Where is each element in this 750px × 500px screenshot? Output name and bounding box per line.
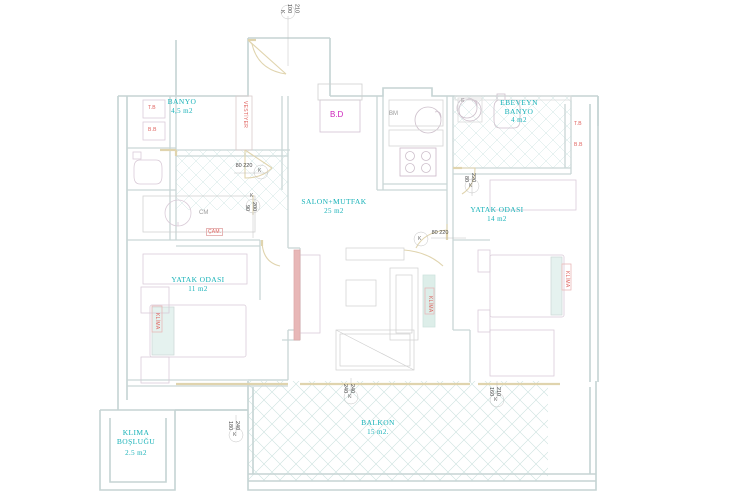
door-width: 80 — [431, 230, 438, 236]
door-mark-yatak2: K — [418, 236, 422, 242]
room-name: BANYO — [167, 97, 197, 106]
door-width: 100 — [286, 4, 293, 14]
fixture-label-klima-2: KLİMA — [427, 296, 433, 313]
room-area: 15 m2. — [367, 427, 389, 436]
door-height: 220 — [243, 163, 253, 169]
door-mark-balkon-left: K — [233, 432, 237, 438]
fixture-label-cam: ÇAM. — [206, 228, 224, 236]
appliance-label-bd: B.D — [330, 110, 344, 119]
room-area: 25 m2 — [324, 206, 344, 215]
door-height: 240 — [234, 421, 241, 431]
door-mark-balkon-mid: K — [348, 394, 352, 400]
door-dimension-balkon-left: 180 240 — [226, 421, 241, 433]
klima-strips — [151, 263, 572, 333]
dimension-leaders — [234, 16, 498, 436]
door-swings — [244, 39, 476, 267]
dimension-circles — [228, 4, 505, 443]
entry-cabinetry — [317, 83, 363, 133]
room-name: BALKON — [361, 418, 395, 427]
room-name-line1: KLIMA — [122, 428, 150, 437]
room-name-line2: BANYO — [504, 106, 534, 116]
tiled-floor-areas — [176, 96, 571, 481]
room-label-klima-boslugu: KLIMA BOŞLUĞU 2.5 m2 — [104, 428, 168, 458]
room-name: SALON+MUTFAK — [301, 197, 367, 206]
room-label-yatak-odasi-2: YATAK ODASI 14 m2 — [462, 205, 532, 223]
appliance-label-e: E — [461, 98, 465, 104]
door-dimension-entry-top: K 100 210 — [278, 4, 300, 16]
door-width: 80 — [235, 163, 242, 169]
door-dimension-ebeveyn: 80 220 — [462, 173, 477, 185]
door-mark-banyo: K — [258, 168, 262, 174]
master-bath-fixtures — [454, 93, 572, 129]
appliance-label-bm: BM — [389, 111, 398, 117]
fixture-label-bb-left: B.B — [148, 127, 157, 133]
door-height: 220 — [470, 173, 477, 183]
door-height: 220 — [439, 230, 449, 236]
room-label-balkon: BALKON 15 m2. — [352, 418, 404, 436]
door-mark-wc: K — [250, 193, 254, 199]
door-dimension-balkon-mid: 240 240 — [341, 384, 356, 396]
interior-walls — [127, 96, 572, 387]
door-width: 80 — [462, 176, 469, 183]
room-area: 4 m2 — [511, 116, 527, 125]
fixture-label-vestiyer: VESTİYER — [242, 101, 248, 129]
door-height: 200 — [251, 202, 258, 212]
door-dimension-yatak2: 80 220 — [428, 230, 452, 237]
door-width: 90 — [243, 205, 250, 212]
fixture-label-tb-right: T.B — [574, 121, 582, 127]
fixture-label-klima-3: KLİMA — [564, 271, 570, 288]
room-label-banyo: BANYO 4,5 m2 — [148, 97, 216, 115]
kitchen-fixtures — [388, 97, 478, 177]
fixture-label-tb-left: T.B — [148, 105, 156, 111]
door-dimension-balkon-right: 160 210 — [487, 387, 502, 399]
door-dimension-banyo: 80 220 — [232, 163, 256, 170]
fixture-label-klima-1: KLİMA — [154, 313, 160, 330]
room-area: 2.5 m2 — [125, 449, 147, 458]
door-width: 180 — [226, 421, 233, 431]
room-name-line2: BOŞLUĞU — [116, 436, 156, 446]
door-height: 210 — [495, 387, 502, 397]
fixture-label-bb-right: B.B — [574, 142, 583, 148]
room-label-ebeveyn-banyo: EBEVEYN BANYO 4 m2 — [487, 98, 551, 125]
door-mark: K — [278, 9, 285, 14]
room-name: YATAK ODASI — [470, 205, 524, 214]
door-height: 210 — [293, 4, 300, 14]
door-mark-ebeveyn: K — [469, 183, 473, 189]
room-label-yatak-odasi-1: YATAK ODASI 11 m2 — [163, 275, 233, 293]
room-label-salon-mutfak: SALON+MUTFAK 25 m2 — [299, 197, 369, 215]
room-area: 4,5 m2 — [171, 106, 193, 115]
room-area: 14 m2 — [487, 214, 507, 223]
door-mark-balkon-right: K — [494, 397, 498, 403]
room-area: 11 m2 — [188, 284, 208, 293]
door-width: 240 — [341, 384, 348, 394]
salon-furniture — [335, 247, 419, 371]
room-name-line1: EBEVEYN — [500, 98, 538, 107]
openings — [160, 38, 560, 386]
room-name: YATAK ODASI — [171, 275, 225, 284]
appliance-label-cm: CM — [199, 210, 209, 216]
door-width: 160 — [487, 387, 494, 397]
door-dimension-wc: 90 200 — [243, 202, 258, 214]
door-height: 240 — [349, 384, 356, 394]
vestiyer-closet — [235, 95, 253, 151]
